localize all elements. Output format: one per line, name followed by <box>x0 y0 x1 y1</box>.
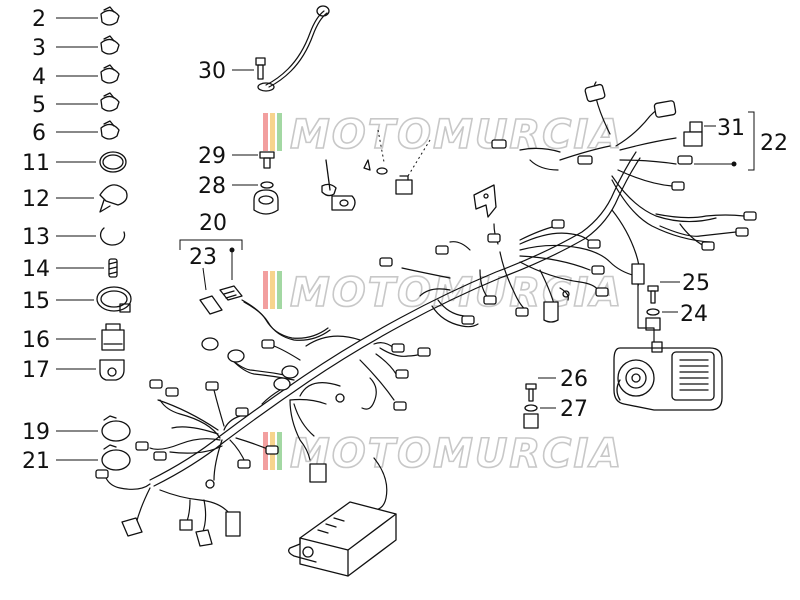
part-26-screw <box>525 377 556 402</box>
part-19-clamp <box>56 415 131 442</box>
callout-14: 14 <box>22 257 50 282</box>
callout-17: 17 <box>22 358 50 383</box>
group-20-bracket <box>179 239 243 291</box>
watermark-text: MOTOMURCIA <box>290 270 623 316</box>
part-28-washer-holder <box>232 181 279 215</box>
part-2-hose-clip <box>56 6 120 26</box>
part-15-band-clamp <box>56 286 132 313</box>
callout-4: 4 <box>32 65 46 90</box>
group-22-bracket <box>694 111 755 171</box>
callout-11: 11 <box>22 151 50 176</box>
callout-15: 15 <box>22 289 50 314</box>
callout-24: 24 <box>680 302 708 327</box>
part-14-screw <box>56 258 118 278</box>
part-31-connector <box>683 121 716 147</box>
main-wiring-harness <box>95 81 757 547</box>
callout-13: 13 <box>22 225 50 250</box>
part-23-connector-pair <box>199 285 331 341</box>
part-11-band-clamp <box>56 151 127 173</box>
part-mounting-plate <box>473 184 497 218</box>
watermark-text: MOTOMURCIA <box>290 431 623 477</box>
part-21-clamp <box>56 444 131 471</box>
callout-30: 30 <box>198 59 226 84</box>
part-29-bolt <box>232 151 275 169</box>
part-25-screw <box>647 281 680 304</box>
callout-20: 20 <box>199 211 227 236</box>
watermark-top: MOTOMURCIA <box>263 111 623 159</box>
callout-21: 21 <box>22 449 50 474</box>
ecu-control-unit <box>288 501 397 577</box>
callout-2: 2 <box>32 7 46 32</box>
callout-labels: 2 3 4 5 6 11 12 13 14 15 16 17 19 21 30 … <box>22 7 788 474</box>
part-16-bracket <box>56 323 125 351</box>
watermark-text: MOTOMURCIA <box>290 112 623 158</box>
callout-12: 12 <box>22 187 50 212</box>
callout-6: 6 <box>32 121 46 146</box>
part-27-washer <box>523 404 556 429</box>
callout-3: 3 <box>32 36 46 61</box>
part-5-hose-clip <box>56 92 120 112</box>
callout-25: 25 <box>682 271 710 296</box>
callout-28: 28 <box>198 174 226 199</box>
throttle-body-assembly <box>613 341 723 411</box>
part-center-hardware <box>321 129 431 211</box>
part-6-hose-clip <box>56 120 120 140</box>
part-30-ground-cable <box>232 5 330 92</box>
part-24-washer <box>645 308 678 331</box>
callout-31: 31 <box>717 116 745 141</box>
callout-19: 19 <box>22 420 50 445</box>
callout-5: 5 <box>32 93 46 118</box>
callout-23: 23 <box>189 245 217 270</box>
callout-26: 26 <box>560 367 588 392</box>
callout-22: 22 <box>760 131 788 156</box>
callout-16: 16 <box>22 328 50 353</box>
part-4-hose-clip <box>56 64 120 84</box>
part-17-clip-holder <box>56 359 125 381</box>
callout-29: 29 <box>198 144 226 169</box>
part-3-hose-clip <box>56 35 120 55</box>
part-13-open-clamp <box>56 227 126 246</box>
callout-27: 27 <box>560 397 588 422</box>
part-12-cable-clip <box>56 184 128 213</box>
